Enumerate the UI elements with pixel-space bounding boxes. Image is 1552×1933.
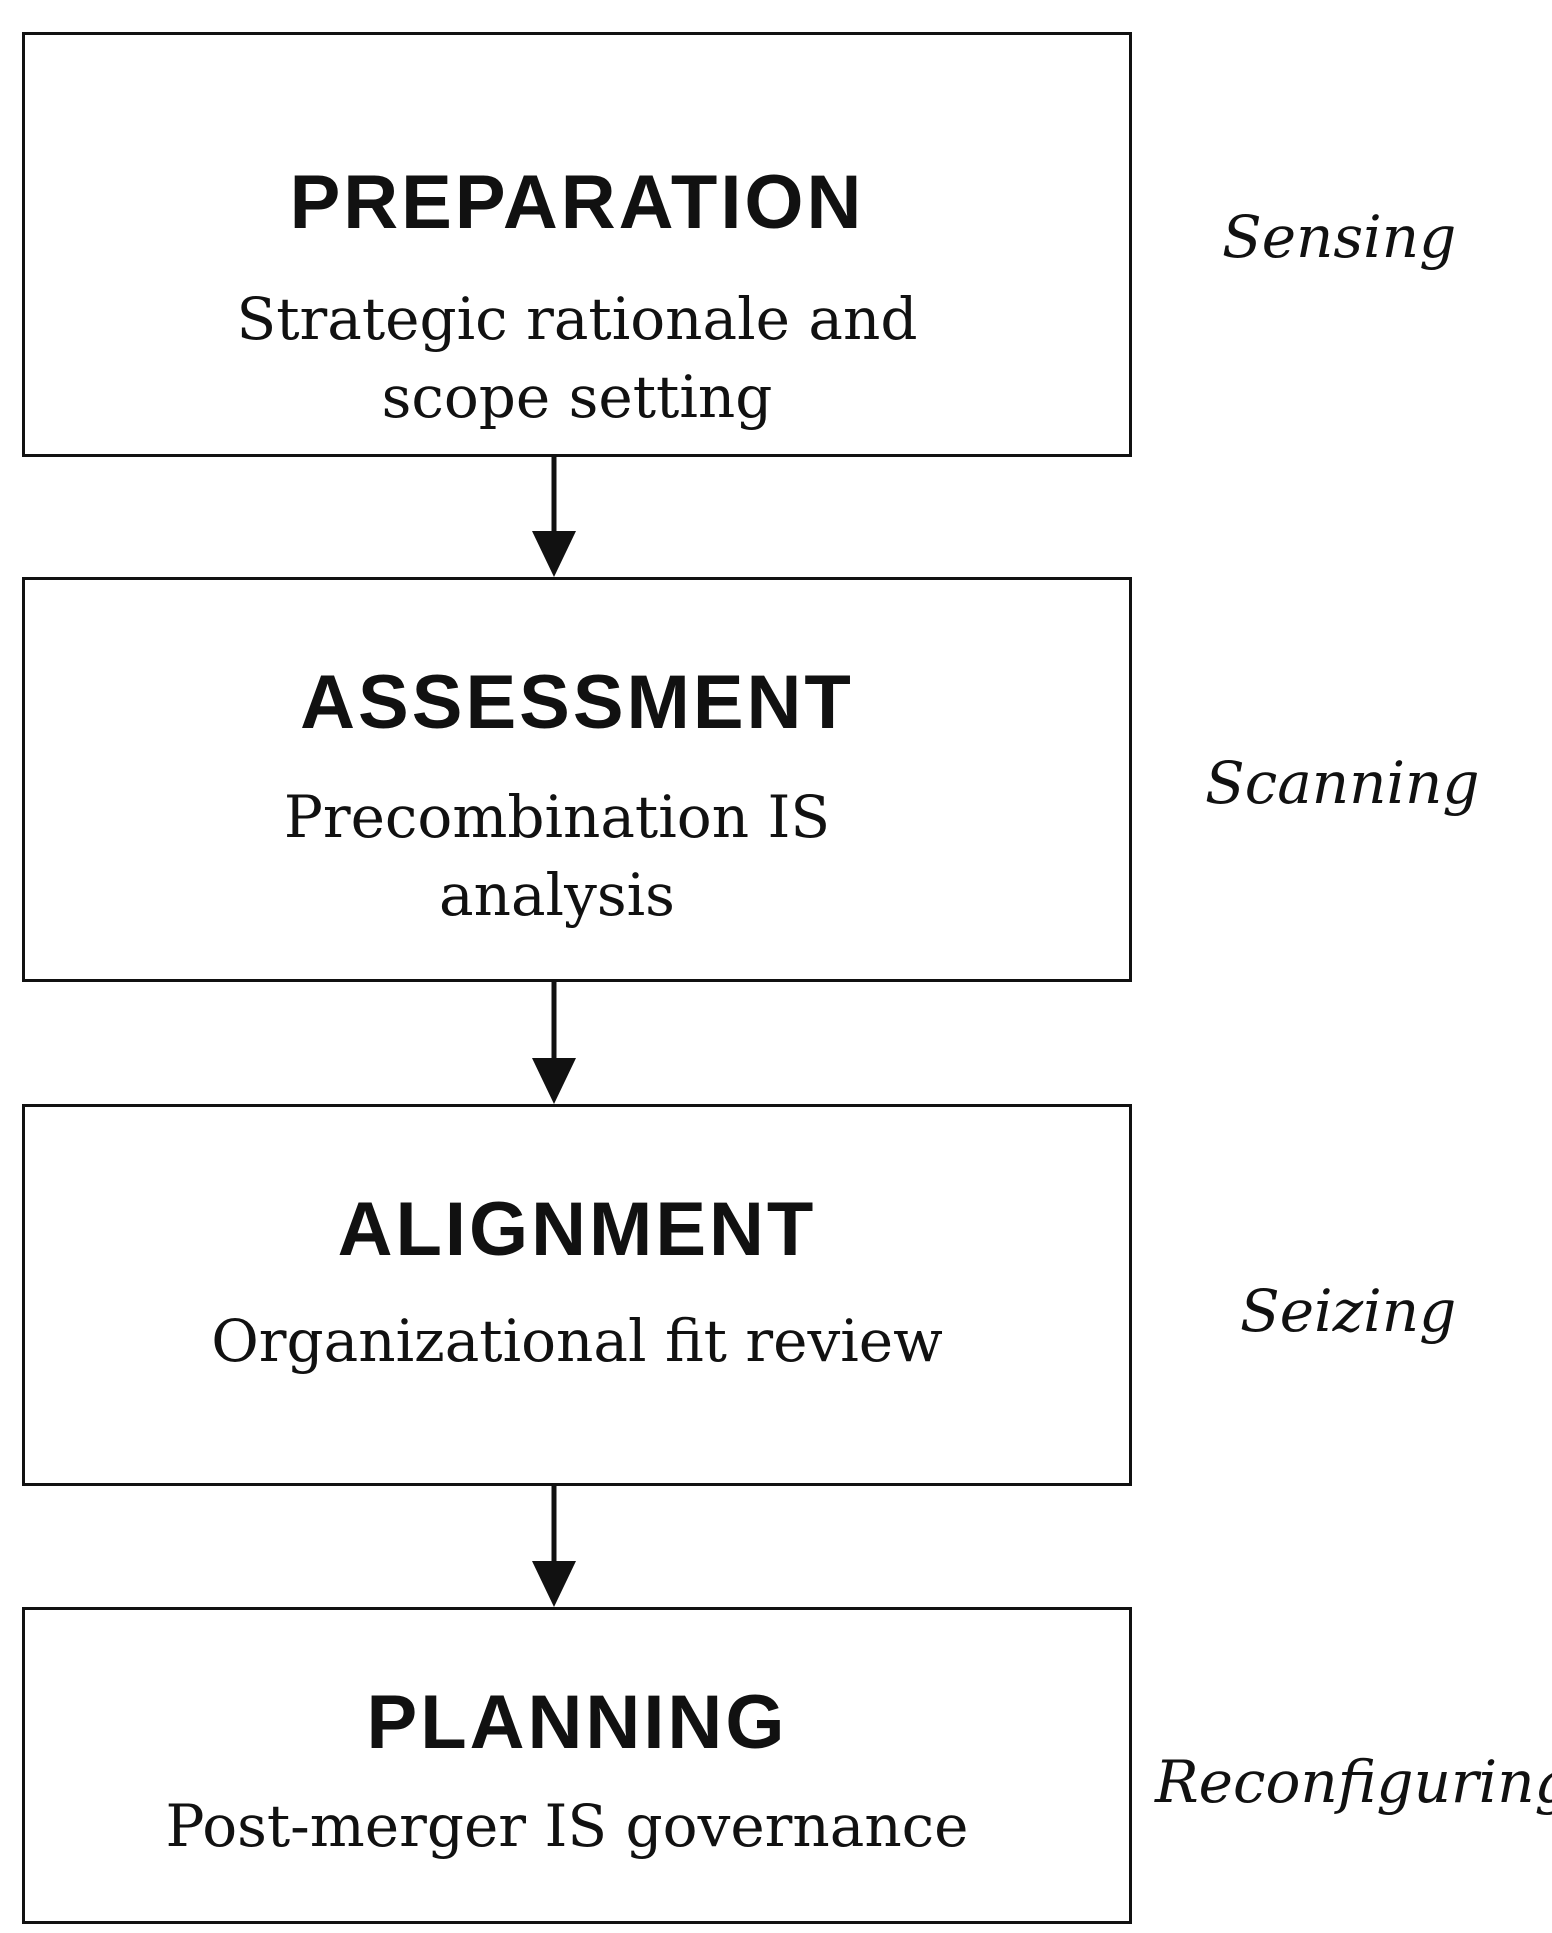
stage-box-preparation: PREPARATION Strategic rationale and scop… [22,32,1132,457]
capability-label-reconfiguring: Reconfiguring [1155,1748,1552,1816]
capability-label-sensing: Sensing [1222,203,1457,271]
flow-arrow [532,982,576,1104]
stage-description: Precombination IS analysis [0,778,1129,934]
flow-arrow [532,457,576,577]
stage-title: ALIGNMENT [337,1187,817,1272]
capability-label-scanning: Scanning [1205,749,1480,817]
stage-title: PREPARATION [289,160,865,245]
stage-description-line: Precombination IS [283,783,831,851]
stage-description-line: scope setting [381,363,773,431]
stage-box-assessment: ASSESSMENT Precombination IS analysis [22,577,1132,982]
stage-title: ASSESSMENT [300,660,854,745]
stage-description-line: Post-merger IS governance [165,1792,969,1860]
stage-description-line: Organizational fit review [211,1307,943,1375]
stage-box-alignment: ALIGNMENT Organizational fit review [22,1104,1132,1486]
stage-description: Post-merger IS governance [5,1787,1129,1865]
stage-description-line: analysis [439,861,675,929]
stage-title: PLANNING [366,1680,788,1765]
flow-arrow [532,1486,576,1607]
stage-box-planning: PLANNING Post-merger IS governance [22,1607,1132,1924]
stage-description: Strategic rationale and scope setting [25,280,1129,436]
capability-label-seizing: Seizing [1240,1277,1457,1345]
stage-description-line: Strategic rationale and [236,285,918,353]
stage-description: Organizational fit review [25,1302,1129,1380]
